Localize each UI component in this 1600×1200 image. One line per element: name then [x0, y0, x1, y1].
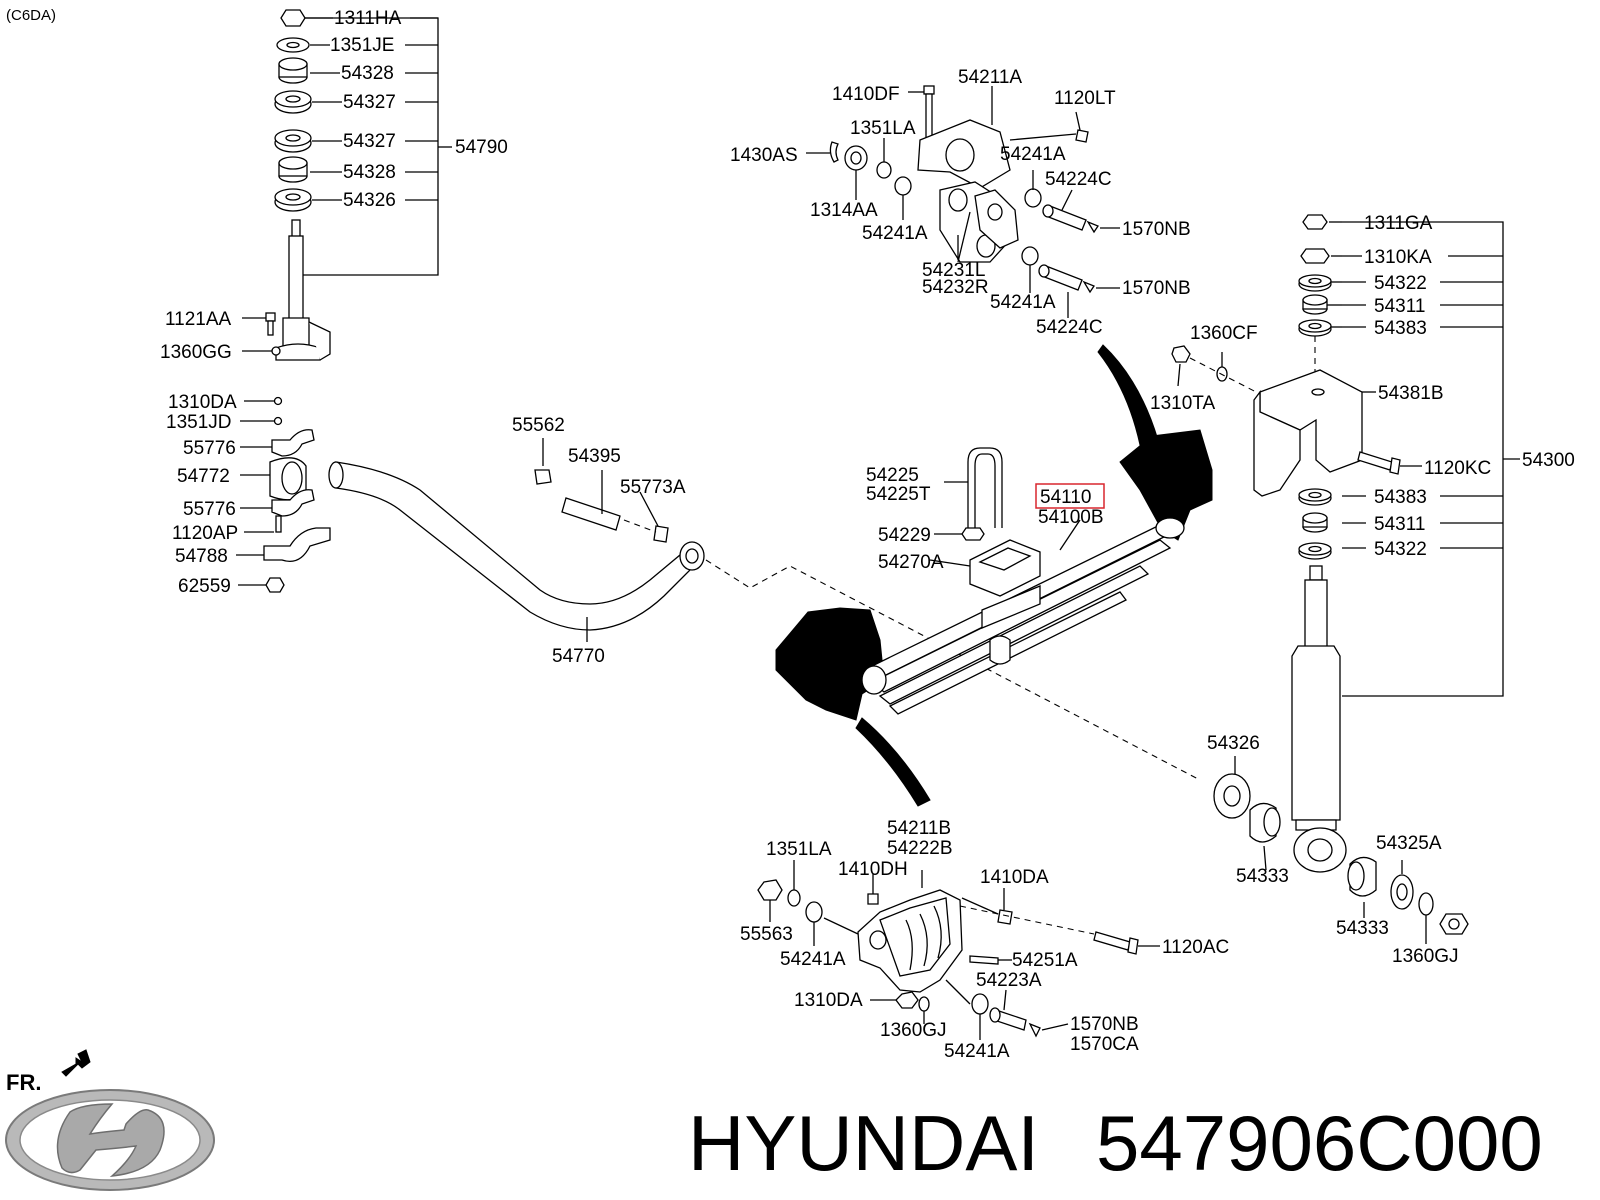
- label-54224C: 54224C: [1045, 169, 1112, 190]
- label-54790: 54790: [455, 137, 508, 158]
- label-54327: 54327: [343, 131, 396, 152]
- label-1351LA: 1351LA: [850, 118, 916, 139]
- label-54381B: 54381B: [1378, 383, 1444, 404]
- label-1360GJ: 1360GJ: [1392, 946, 1459, 967]
- label-1410DA: 1410DA: [980, 867, 1049, 888]
- front-shackle-assembly: [806, 85, 1120, 318]
- label-55773A: 55773A: [620, 477, 686, 498]
- label-1360CF: 1360CF: [1190, 323, 1258, 344]
- label-54241A: 54241A: [1000, 144, 1066, 165]
- label-54772: 54772: [177, 466, 230, 487]
- label-54251A: 54251A: [1012, 950, 1078, 971]
- label-54311: 54311: [1374, 514, 1425, 535]
- label-54232R: 54232R: [922, 277, 989, 298]
- label-1570CA: 1570CA: [1070, 1034, 1139, 1055]
- label-1120LT: 1120LT: [1054, 88, 1116, 109]
- label-54788: 54788: [175, 546, 228, 567]
- label-55562: 55562: [512, 415, 565, 436]
- label-54326: 54326: [343, 190, 396, 211]
- label-1570NB: 1570NB: [1070, 1014, 1139, 1035]
- hyundai-logo: [5, 1089, 215, 1191]
- label-54231L: 54231L: [922, 260, 985, 281]
- front-direction-marker: FR.: [6, 1049, 91, 1095]
- label-54770: 54770: [552, 646, 605, 667]
- label-54395: 54395: [568, 446, 621, 467]
- label-54241A: 54241A: [944, 1041, 1010, 1062]
- label-54224C: 54224C: [1036, 317, 1103, 338]
- label-54222B: 54222B: [887, 838, 953, 859]
- label-54333: 54333: [1236, 866, 1289, 887]
- part-labels: 1311HA 1351JE 54328 54327 54327 54328 54…: [160, 8, 1575, 1062]
- label-1570NB: 1570NB: [1122, 219, 1191, 240]
- stabilizer-link-assembly: [236, 9, 452, 593]
- label-1310KA: 1310KA: [1364, 247, 1432, 268]
- front-label: FR.: [6, 1070, 41, 1095]
- label-1120AC: 1120AC: [1162, 937, 1229, 958]
- label-54225T: 54225T: [866, 484, 931, 505]
- label-54325A: 54325A: [1376, 833, 1442, 854]
- label-54270A: 54270A: [878, 552, 944, 573]
- label-54241A: 54241A: [990, 292, 1056, 313]
- label-54328: 54328: [341, 63, 394, 84]
- brand-name: HYUNDAI: [688, 1099, 1039, 1187]
- part-number: 547906C000: [1096, 1099, 1543, 1187]
- label-54223A: 54223A: [976, 970, 1042, 991]
- rear-hanger-assembly: [757, 860, 1160, 1040]
- label-55563: 55563: [740, 924, 793, 945]
- label-1310DA: 1310DA: [168, 392, 237, 413]
- stabilizer-bar: [328, 438, 1201, 781]
- label-54311: 54311: [1374, 296, 1425, 317]
- label-54100B: 54100B: [1038, 507, 1104, 528]
- label-1311HA: 1311HA: [334, 8, 402, 29]
- header-code: (C6DA): [6, 7, 56, 24]
- highlight-box: [1035, 483, 1105, 509]
- label-1351JD: 1351JD: [166, 412, 232, 433]
- nut-icon: [280, 9, 306, 27]
- label-54327: 54327: [343, 92, 396, 113]
- label-1310TA: 1310TA: [1150, 393, 1215, 414]
- shock-absorber-assembly: [1171, 214, 1520, 944]
- label-1430AS: 1430AS: [730, 145, 798, 166]
- label-54211A: 54211A: [958, 67, 1022, 88]
- label-55776: 55776: [183, 438, 236, 459]
- label-62559: 62559: [178, 576, 231, 597]
- label-54328: 54328: [343, 162, 396, 183]
- label-1410DH: 1410DH: [838, 859, 908, 880]
- label-1351JE: 1351JE: [330, 35, 394, 56]
- label-55776: 55776: [183, 499, 236, 520]
- label-54326: 54326: [1207, 733, 1260, 754]
- label-1121AA: 1121AA: [165, 309, 232, 330]
- label-54383: 54383: [1374, 487, 1427, 508]
- label-1120KC: 1120KC: [1424, 458, 1491, 479]
- label-1120AP: 1120AP: [172, 523, 238, 544]
- label-1310DA: 1310DA: [794, 990, 863, 1011]
- label-54333: 54333: [1336, 918, 1389, 939]
- label-1351LA: 1351LA: [766, 839, 832, 860]
- label-54229: 54229: [878, 525, 931, 546]
- label-54211B: 54211B: [887, 818, 951, 839]
- label-54322: 54322: [1374, 273, 1427, 294]
- label-1360GJ: 1360GJ: [880, 1020, 947, 1041]
- front-arrow-icon: [61, 1049, 91, 1077]
- label-54225: 54225: [866, 465, 919, 486]
- label-54300: 54300: [1522, 450, 1575, 471]
- label-1570NB: 1570NB: [1122, 278, 1191, 299]
- leaf-spring-assembly: [775, 344, 1213, 807]
- label-1311GA: 1311GA: [1364, 213, 1433, 234]
- label-54322: 54322: [1374, 539, 1427, 560]
- label-54241A: 54241A: [780, 949, 846, 970]
- label-54110: 54110: [1040, 487, 1091, 508]
- label-1314AA: 1314AA: [810, 200, 878, 221]
- label-54241A: 54241A: [862, 223, 928, 244]
- label-1360GG: 1360GG: [160, 342, 232, 363]
- label-54383: 54383: [1374, 318, 1427, 339]
- label-1410DF: 1410DF: [832, 84, 900, 105]
